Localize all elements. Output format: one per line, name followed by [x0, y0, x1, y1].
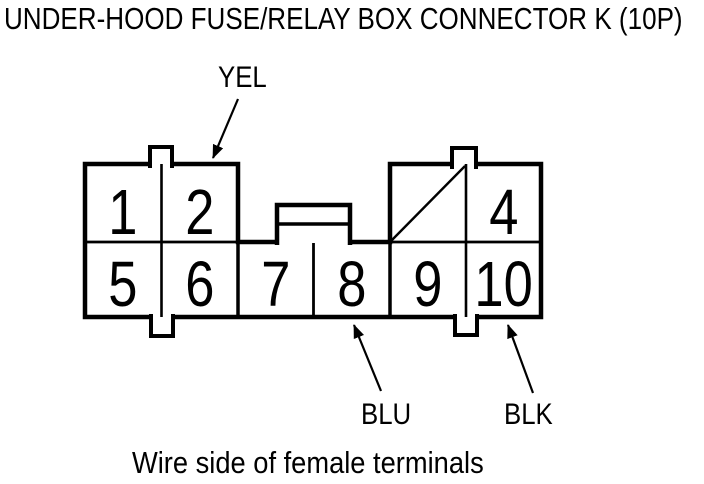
pin-cell-6: 6	[185, 247, 215, 320]
view-caption: Wire side of female terminals	[132, 445, 484, 480]
index-tab-top-right	[450, 146, 478, 169]
pin-cell-1: 1	[108, 175, 138, 248]
wire-color-label-blu: BLU	[361, 398, 412, 431]
index-tab-bottom-left	[149, 314, 175, 338]
pin-cell-9: 9	[413, 247, 443, 320]
wire-color-label-yel: YEL	[218, 61, 267, 94]
blu-pointer-arrow-icon	[352, 324, 383, 392]
blk-pointer-arrow-icon	[506, 324, 535, 394]
index-tab-bottom-right	[453, 314, 479, 337]
unused-cavity-slash-icon	[390, 165, 466, 242]
wire-color-label-blk: BLK	[504, 398, 553, 431]
pin-cell-10: 10	[474, 247, 533, 320]
pin-cell-8: 8	[337, 247, 367, 320]
index-tab-top-left	[148, 145, 174, 168]
pin-cell-5: 5	[108, 247, 138, 320]
pin-cell-7: 7	[261, 247, 291, 320]
pin-cell-2: 2	[185, 175, 215, 248]
pin-cell-4: 4	[488, 175, 519, 248]
page-title: UNDER-HOOD FUSE/RELAY BOX CONNECTOR K (1…	[4, 1, 683, 36]
yel-pointer-arrow-icon	[211, 98, 240, 159]
